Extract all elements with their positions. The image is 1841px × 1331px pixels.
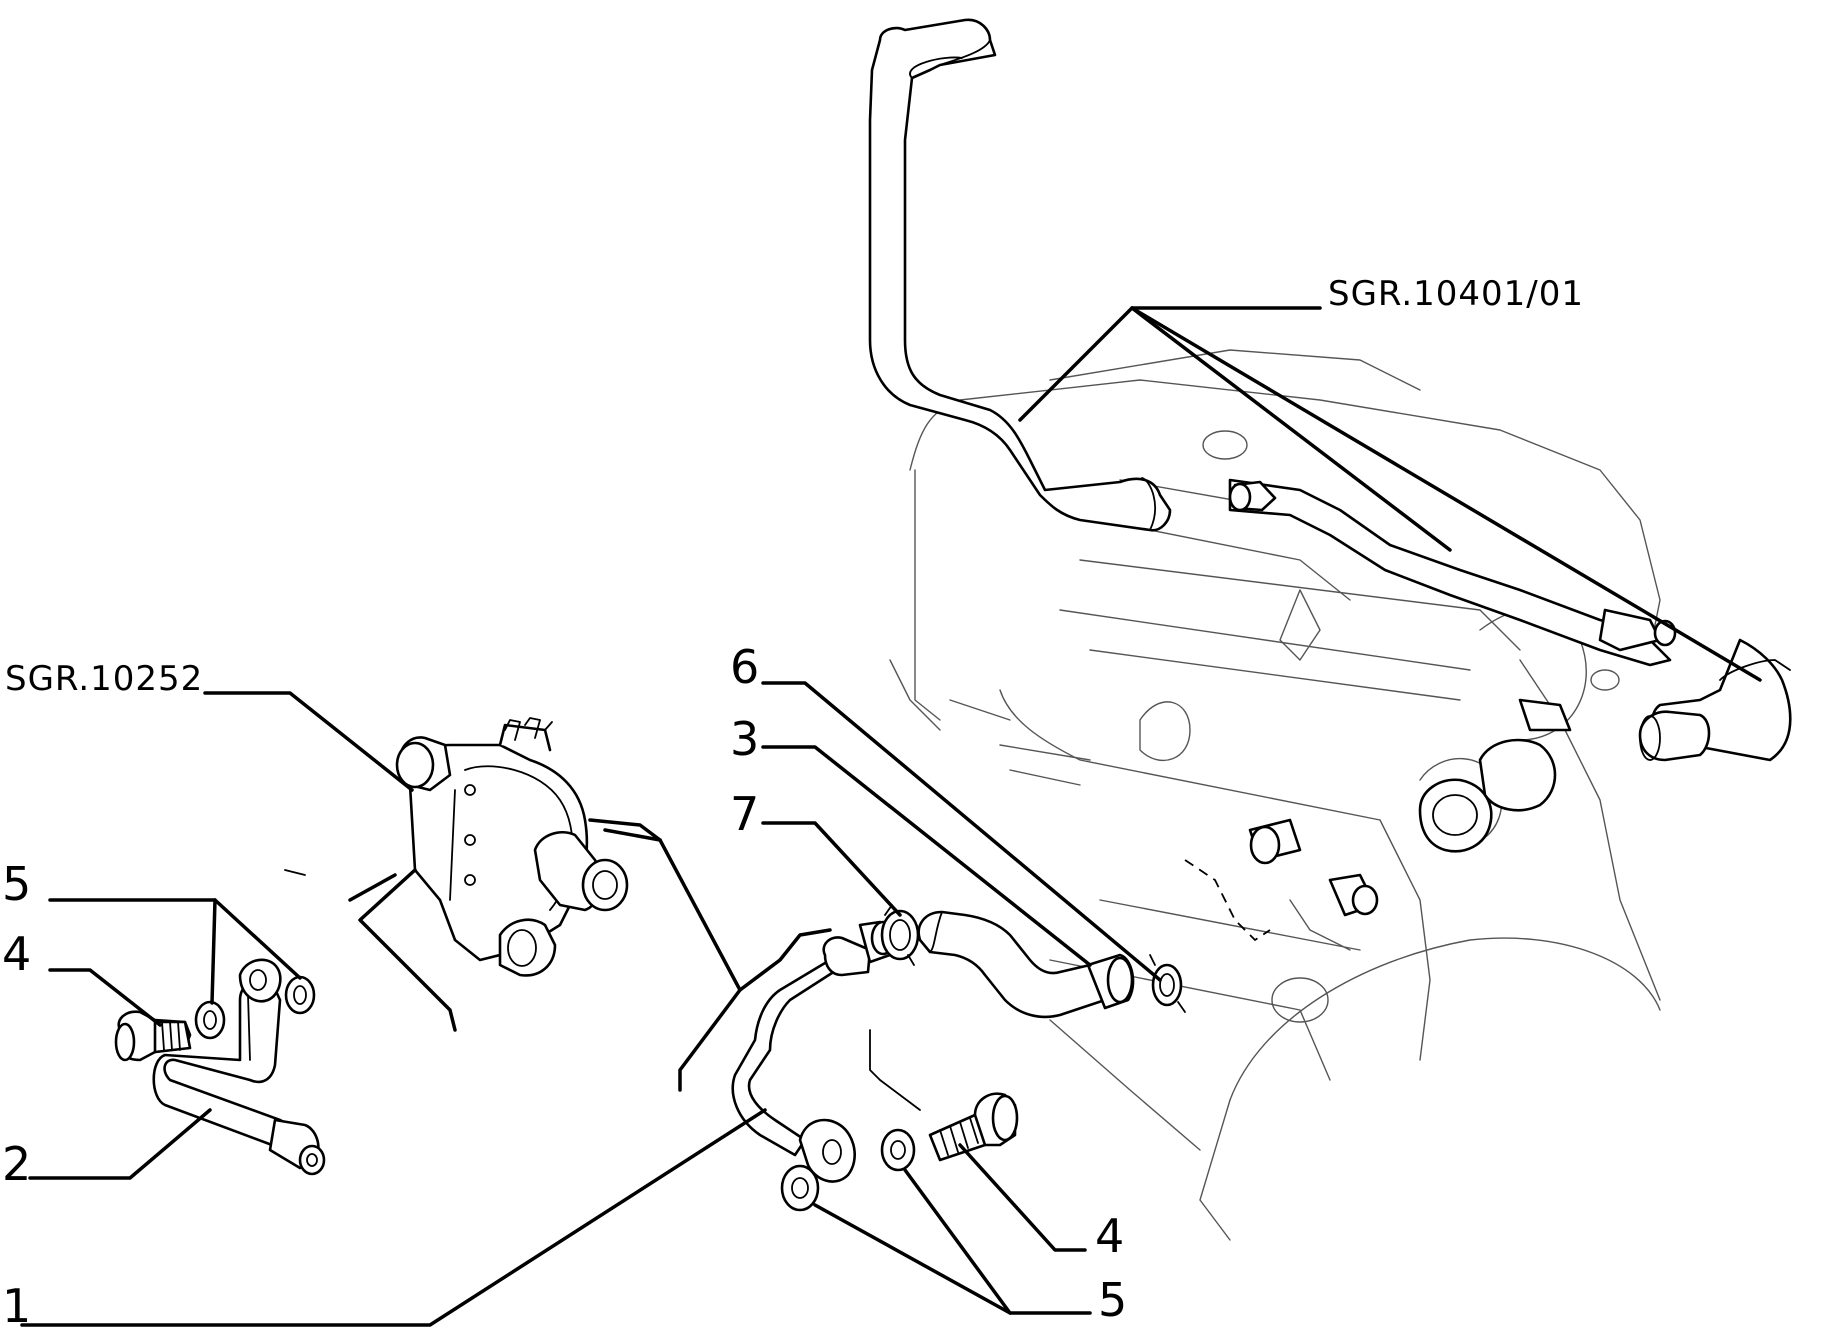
reference-sgr-10401-01: SGR.10401/01 <box>1328 274 1584 314</box>
part-5-washer-left-a <box>194 1000 226 1040</box>
upper-coolant-hose <box>868 18 1172 532</box>
leader-lines <box>20 306 1762 1327</box>
part-2-oil-pipe <box>152 958 326 1176</box>
callout-5-right: 5 <box>1098 1273 1127 1327</box>
callout-4-right: 4 <box>1095 1209 1124 1263</box>
context-outlines <box>284 818 921 1111</box>
turbocharger <box>395 717 629 977</box>
part-5-washer-right-a <box>880 1128 916 1172</box>
callout-4-left: 4 <box>2 927 31 981</box>
part-6-hose-clamp <box>1149 954 1186 1013</box>
callout-3: 3 <box>730 712 759 766</box>
callout-7: 7 <box>730 787 759 841</box>
callout-2: 2 <box>2 1137 31 1191</box>
part-5-washer-left-b <box>284 975 316 1015</box>
part-4-banjo-bolt-left <box>114 1010 192 1062</box>
part-5-washer-right-b <box>780 1164 820 1212</box>
side-coolant-hose <box>1228 478 1792 762</box>
callout-1: 1 <box>2 1279 31 1331</box>
part-3-coolant-hose <box>917 910 1135 1019</box>
part-4-banjo-bolt-right <box>928 1092 1019 1162</box>
callout-labels: SGR.10401/01 SGR.10252 6 3 7 5 4 2 1 4 5 <box>2 274 1584 1331</box>
callout-5-left: 5 <box>2 857 31 911</box>
reference-sgr-10252: SGR.10252 <box>5 659 203 699</box>
engine-water-fittings <box>1184 698 1572 942</box>
callout-6: 6 <box>730 640 759 694</box>
